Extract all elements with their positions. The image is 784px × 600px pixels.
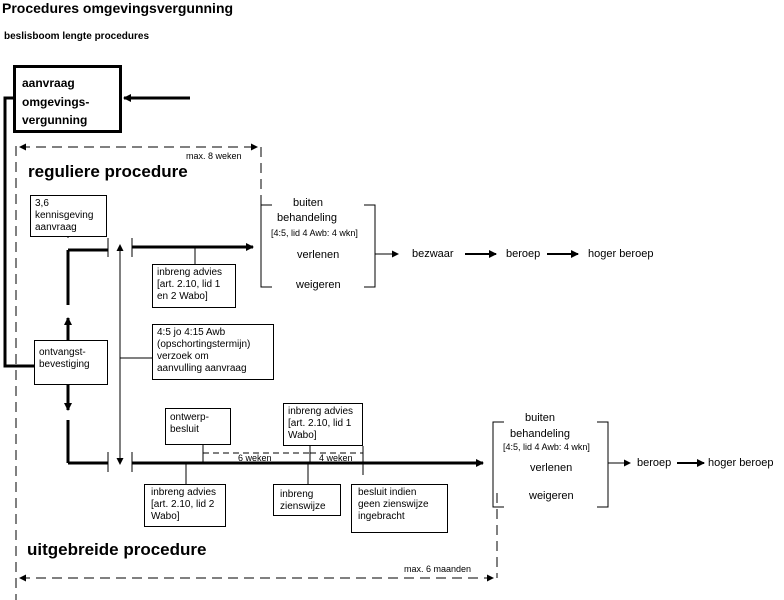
- advice-bottom-line-2: [art. 2.10, lid 2: [151, 499, 215, 510]
- advice-regular-line-1: inbreng advies: [157, 267, 223, 278]
- suspension-line-4: aanvulling aanvraag: [157, 363, 247, 374]
- extended-procedure-heading: uitgebreide procedure: [27, 540, 207, 559]
- regular-refuse-label: weigeren: [296, 279, 341, 291]
- draft-line-1: ontwerp-: [170, 412, 209, 423]
- notice-line-2: kennisgeving: [35, 210, 94, 221]
- final-line-2: geen zienswijze: [358, 499, 429, 510]
- extended-grant-label: verlenen: [530, 462, 573, 474]
- application-box: aanvraag omgevings- vergunning: [13, 65, 122, 133]
- extended-appeal-label: beroep: [637, 457, 672, 469]
- extended-decision-line-1: buiten: [525, 412, 555, 424]
- notice-line-1: 3,6: [35, 198, 49, 209]
- extended-refuse-label: weigeren: [529, 490, 574, 502]
- regular-higher-appeal-label: hoger beroep: [588, 248, 654, 260]
- advice-regular-line-3: en 2 Wabo]: [157, 291, 208, 302]
- suspension-line-3: verzoek om: [157, 351, 209, 362]
- view-line-1: inbreng: [280, 489, 314, 500]
- view-line-2: zienswijze: [280, 501, 326, 512]
- regular-objection-label: bezwaar: [412, 248, 454, 260]
- regular-procedure-heading: reguliere procedure: [28, 162, 188, 181]
- final-line-1: besluit indien: [358, 487, 417, 498]
- advice-top-line-3: Wabo]: [288, 430, 317, 441]
- suspension-box: 4:5 jo 4:15 Awb (opschortingstermijn) ve…: [152, 324, 274, 380]
- advice-top-line-2: [art. 2.10, lid 1: [288, 418, 352, 429]
- regular-appeal-label: beroep: [506, 248, 541, 260]
- suspension-line-1: 4:5 jo 4:15 Awb: [157, 327, 226, 338]
- notice-line-3: aanvraag: [35, 222, 77, 233]
- final-line-3: ingebracht: [358, 511, 405, 522]
- receipt-box: ontvangst- bevestiging: [34, 340, 108, 385]
- view-box: inbreng zienswijze: [273, 484, 341, 516]
- advice-top-line-1: inbreng advies: [288, 406, 354, 417]
- receipt-line-1: ontvangst-: [39, 347, 86, 358]
- four-weeks-label: 4 weken: [319, 453, 353, 463]
- max-8-weeks-label: max. 8 weken: [186, 151, 242, 161]
- draft-decision-box: ontwerp- besluit: [165, 408, 231, 445]
- regular-decision-line-2: behandeling: [277, 212, 337, 224]
- page-subtitle: beslisboom lengte procedures: [4, 31, 150, 42]
- advice-box-regular: inbreng advies [art. 2.10, lid 1 en 2 Wa…: [152, 264, 236, 308]
- regular-decision-line-3: [4:5, lid 4 Awb: 4 wkn]: [271, 228, 358, 238]
- advice-box-extended-top: inbreng advies [art. 2.10, lid 1 Wabo]: [283, 403, 363, 446]
- suspension-line-2: (opschortingstermijn): [157, 339, 251, 350]
- advice-box-extended-bottom: inbreng advies [art. 2.10, lid 2 Wabo]: [144, 484, 226, 527]
- application-line-1: aanvraag: [22, 76, 75, 90]
- advice-bottom-line-3: Wabo]: [151, 511, 180, 522]
- extended-decision-line-2: behandeling: [510, 428, 570, 440]
- application-line-3: vergunning: [22, 113, 88, 128]
- regular-decision-line-1: buiten: [293, 197, 323, 209]
- start-to-receipt-line: [3, 96, 34, 368]
- six-weeks-label: 6 weken: [238, 453, 272, 463]
- regular-grant-label: verlenen: [297, 249, 340, 261]
- advice-regular-line-2: [art. 2.10, lid 1: [157, 279, 221, 290]
- page-title: Procedures omgevingsvergunning: [2, 0, 234, 16]
- draft-line-2: besluit: [170, 424, 199, 435]
- advice-bottom-line-1: inbreng advies: [151, 487, 217, 498]
- final-decision-box: besluit indien geen zienswijze ingebrach…: [351, 484, 448, 533]
- receipt-line-2: bevestiging: [39, 359, 90, 370]
- application-line-2: omgevings-: [22, 94, 90, 109]
- notice-box: 3,6 kennisgeving aanvraag: [30, 195, 107, 237]
- extended-higher-appeal-label: hoger beroep: [708, 457, 774, 469]
- max-6-months-label: max. 6 maanden: [404, 564, 472, 574]
- extended-decision-line-3: [4:5, lid 4 Awb: 4 wkn]: [503, 442, 590, 452]
